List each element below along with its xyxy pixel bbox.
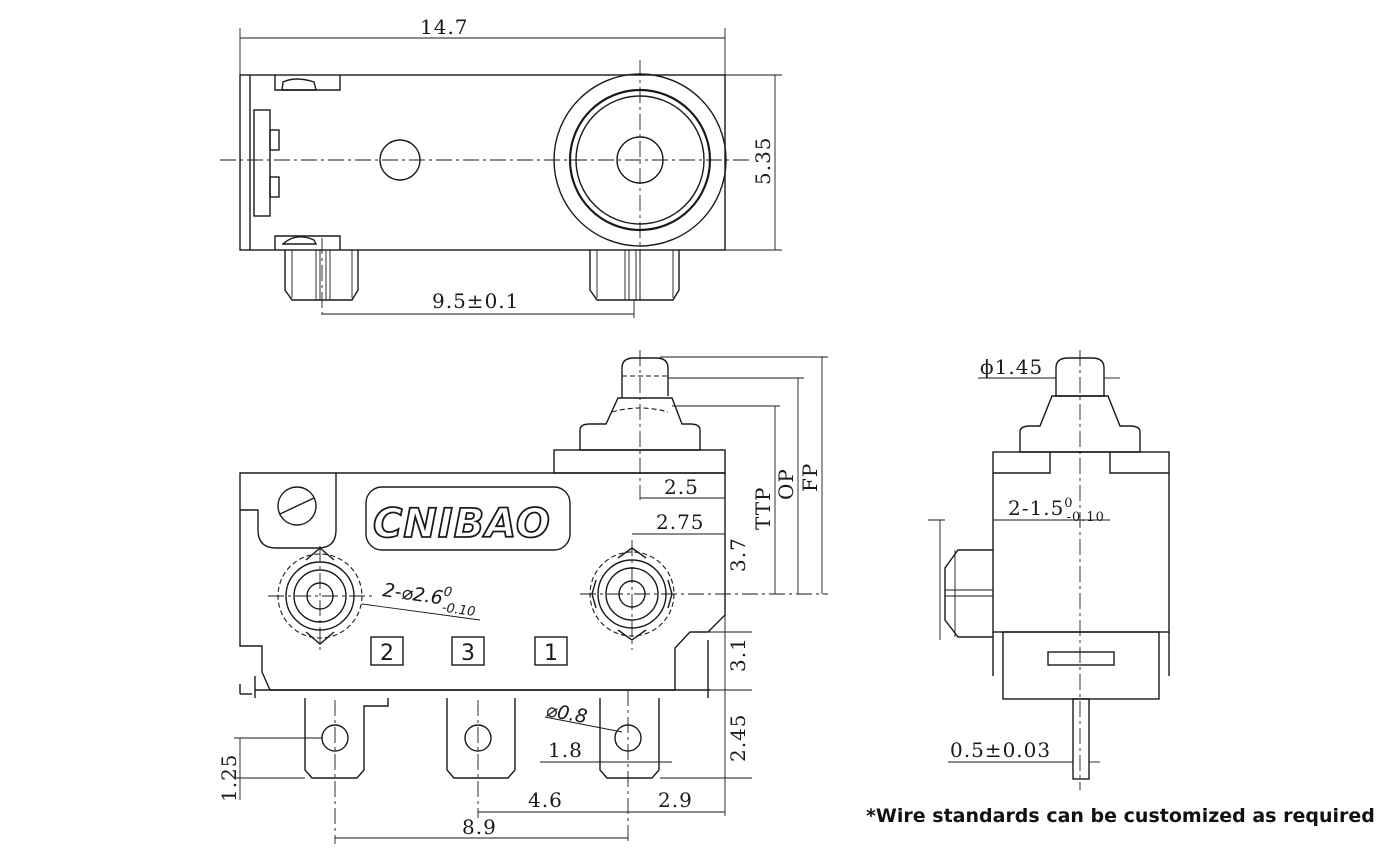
brand-logo: CNIBAO — [373, 501, 551, 547]
dim-3-7: 3.7 — [726, 537, 750, 572]
side-body-outline — [992, 451, 1170, 633]
side-terminal-pin — [1072, 698, 1090, 780]
wire-standards-note: *Wire standards can be customized as req… — [866, 805, 1375, 827]
dim-op: OP — [774, 468, 798, 500]
dim-height: 5.35 — [751, 136, 775, 185]
side-view: ϕ1.45 2-1.50-0.10 0.5±0.03 — [928, 350, 1170, 790]
pin-box-3 — [451, 636, 485, 666]
front-plunger — [621, 357, 669, 396]
top-terminal-right — [589, 250, 680, 301]
brand-logo-frame — [365, 486, 571, 551]
dim-terminal-thk: 0.5±0.03 — [950, 738, 1051, 762]
dim-length: 14.7 — [420, 15, 469, 39]
dim-pin-spacing: 9.5±0.1 — [432, 289, 519, 313]
dim-2-45: 2.45 — [726, 713, 750, 762]
pin-label-1: 1 — [544, 641, 558, 666]
pin-box-2 — [370, 636, 404, 666]
dim-8-9: 8.9 — [462, 815, 497, 839]
dim-ttp: TTP — [751, 486, 775, 530]
dim-1-25: 1.25 — [217, 753, 241, 802]
front-terminal-middle — [446, 698, 516, 779]
dim-3-1: 3.1 — [726, 637, 750, 672]
dim-2-5: 2.5 — [664, 475, 699, 499]
terminal-hole-callout: ⌀0.8 — [544, 699, 589, 728]
dim-plunger-dia: ϕ1.45 — [980, 355, 1043, 379]
dim-1-8: 1.8 — [548, 738, 583, 762]
side-slot — [1047, 651, 1115, 666]
top-terminal-left — [284, 250, 359, 301]
pin-label-2: 2 — [380, 641, 394, 666]
dim-fp: FP — [798, 463, 822, 492]
front-view: CNIBAO 2 3 1 — [217, 350, 828, 844]
side-plunger — [1055, 357, 1105, 397]
front-terminal-right — [599, 698, 660, 779]
top-body-outline — [239, 74, 726, 251]
dim-2-9: 2.9 — [658, 788, 693, 812]
pin-label-3: 3 — [461, 641, 475, 666]
pin-box-1 — [534, 636, 568, 666]
side-hole-callout: 2-1.50-0.10 — [1008, 496, 1105, 525]
dim-2-75: 2.75 — [656, 510, 705, 534]
dim-4-6: 4.6 — [528, 788, 563, 812]
top-view: 14.7 5.35 9.5±0.1 — [220, 15, 782, 318]
